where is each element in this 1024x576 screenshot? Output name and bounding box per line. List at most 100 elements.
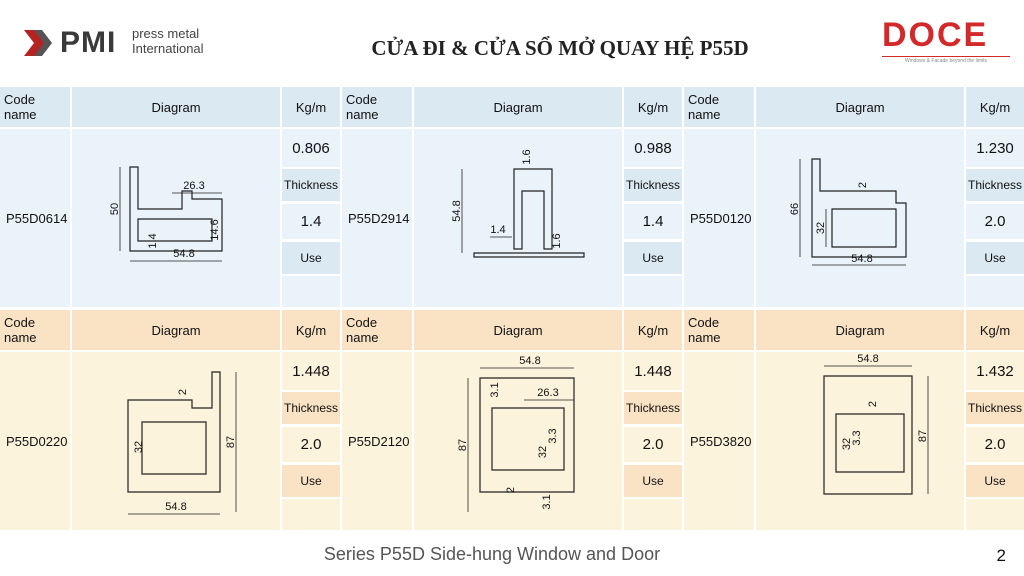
use-label: Use (966, 242, 1024, 274)
dimension-label: 87 (457, 439, 469, 451)
dimension-label: 1.6 (521, 149, 533, 164)
use-label: Use (624, 465, 682, 497)
dimension-label: 2 (177, 389, 189, 395)
header-kg-per-m: Kg/m (624, 310, 682, 350)
profile-outline (513, 168, 553, 250)
doce-wordmark: DOCE (882, 16, 989, 54)
profile-thickness: 2.0 (966, 427, 1024, 462)
profile-weight: 1.448 (624, 352, 682, 390)
profile-code: P55D3820 (684, 352, 754, 530)
dimension-label: 2 (867, 401, 879, 407)
pmi-logo: PMI press metal International (22, 24, 212, 64)
profile-thickness: 2.0 (282, 427, 340, 462)
profile-thickness: 2.0 (966, 204, 1024, 239)
profile-code: P55D0120 (684, 129, 754, 307)
thickness-label: Thickness (282, 169, 340, 201)
profile-diagram: 2 32 87 54.8 (72, 352, 280, 530)
thickness-label: Thickness (282, 392, 340, 424)
profile-weight: 1.448 (282, 352, 340, 390)
profile-code: P55D0614 (0, 129, 70, 307)
slide-header: PMI press metal International CỬA ĐI & C… (0, 0, 1024, 80)
use-label: Use (282, 465, 340, 497)
dimension-label: 3.1 (541, 494, 553, 509)
header-code-name: Code name (684, 310, 754, 350)
dimension-label: 14.6 (209, 219, 221, 240)
dimension-label: 32 (815, 222, 827, 234)
dimension-label: 26.3 (537, 387, 558, 399)
dimension-label: 1.4 (490, 224, 505, 236)
header-kg-per-m: Kg/m (624, 87, 682, 127)
pmi-mark-icon (24, 30, 52, 56)
header-diagram: Diagram (756, 87, 964, 127)
thickness-label: Thickness (624, 169, 682, 201)
doce-logo: DOCE Windows & Facade beyond the limits (872, 16, 1022, 68)
pmi-subtitle-line1: press metal (132, 26, 200, 41)
use-value (966, 276, 1024, 307)
profile-thickness: 1.4 (282, 204, 340, 239)
profile-cross-section: 2 32 87 54.8 (127, 371, 237, 515)
use-value (282, 276, 340, 307)
profile-weight: 1.230 (966, 129, 1024, 167)
profile-outline (137, 218, 213, 242)
header-code-name: Code name (342, 87, 412, 127)
doce-divider (882, 56, 1010, 57)
profile-outline (127, 371, 221, 493)
use-value (624, 276, 682, 307)
profile-outline (141, 421, 207, 475)
profile-weight: 0.988 (624, 129, 682, 167)
pmi-subtitle: press metal International (132, 26, 204, 56)
header-diagram: Diagram (756, 310, 964, 350)
dimension-label: 66 (789, 203, 801, 215)
profile-weight: 1.432 (966, 352, 1024, 390)
profile-cross-section: 1.6 54.8 1.4 1.6 (451, 149, 585, 258)
header-code-name: Code name (0, 310, 70, 350)
header-diagram: Diagram (72, 310, 280, 350)
profile-outline (479, 377, 575, 493)
doce-tagline: Windows & Facade beyond the limits (905, 58, 987, 64)
thickness-label: Thickness (966, 392, 1024, 424)
use-label: Use (966, 465, 1024, 497)
profile-code: P55D2914 (342, 129, 412, 307)
dimension-label: 54.8 (165, 501, 186, 513)
dimension-label: 3.3 (851, 430, 863, 445)
profile-code: P55D0220 (0, 352, 70, 530)
header-kg-per-m: Kg/m (966, 310, 1024, 350)
profile-thickness: 1.4 (624, 204, 682, 239)
use-label: Use (282, 242, 340, 274)
header-code-name: Code name (342, 310, 412, 350)
use-value (624, 499, 682, 530)
dimension-label: 54.8 (519, 355, 540, 367)
header-kg-per-m: Kg/m (282, 310, 340, 350)
profile-weight: 0.806 (282, 129, 340, 167)
header-code-name: Code name (684, 87, 754, 127)
header-diagram: Diagram (414, 87, 622, 127)
dimension-label: 32 (841, 438, 853, 450)
use-value (282, 499, 340, 530)
dimension-label: 32 (133, 441, 145, 453)
dimension-label: 54.8 (451, 200, 463, 221)
header-code-name: Code name (0, 87, 70, 127)
profile-outline (823, 375, 913, 495)
dimension-label: 50 (109, 203, 121, 215)
thickness-label: Thickness (966, 169, 1024, 201)
profile-outline (491, 407, 565, 471)
header-kg-per-m: Kg/m (282, 87, 340, 127)
dimension-label: 87 (225, 436, 237, 448)
thickness-label: Thickness (624, 392, 682, 424)
pmi-wordmark: PMI (60, 26, 117, 59)
use-label: Use (624, 242, 682, 274)
pmi-subtitle-line2: International (132, 41, 204, 56)
profile-outline (831, 208, 897, 248)
profile-outline (811, 158, 907, 258)
dimension-label: 1.6 (551, 233, 563, 248)
profile-outline (129, 166, 223, 252)
header-kg-per-m: Kg/m (966, 87, 1024, 127)
